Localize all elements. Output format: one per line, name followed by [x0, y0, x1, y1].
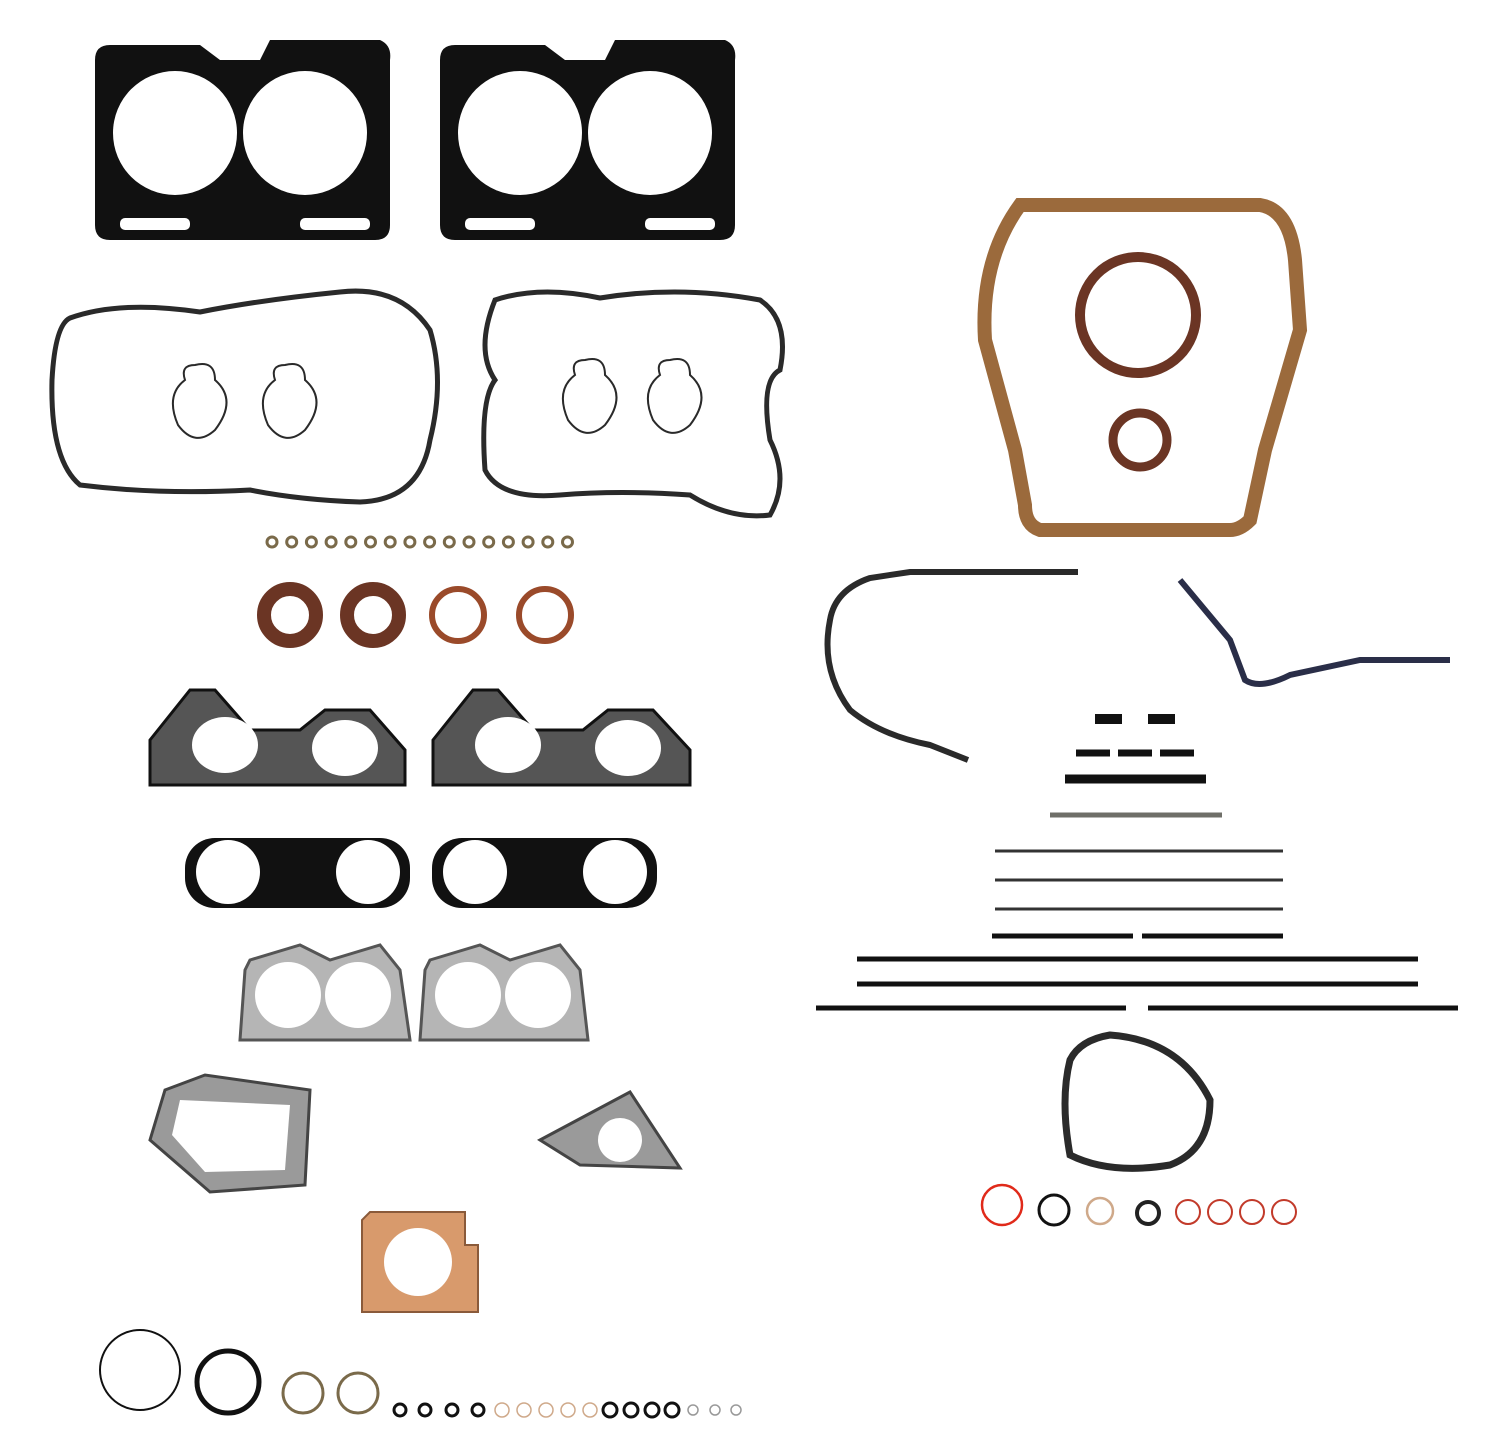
- throttle-body-gasket: [361, 1211, 479, 1313]
- small-o-ring: [643, 1401, 661, 1419]
- water-pump-gasket: [1061, 1031, 1214, 1172]
- oil-seals: [257, 582, 574, 648]
- o-ring: [99, 1329, 181, 1411]
- turbo-gasket-large: [148, 1073, 312, 1194]
- small-o-ring: [304, 535, 318, 549]
- o-ring: [1135, 1200, 1161, 1226]
- small-o-ring: [364, 535, 377, 549]
- exhaust-gasket-left: [238, 943, 412, 1042]
- small-o-ring: [324, 535, 338, 549]
- small-o-ring: [462, 535, 476, 549]
- small-o-ring: [582, 1402, 598, 1418]
- rear-cover-gasket: [1177, 578, 1450, 687]
- o-ring: [1085, 1196, 1115, 1226]
- head-gasket-right: [440, 40, 736, 240]
- intake-gasket-upper-right: [431, 688, 692, 787]
- small-o-ring: [516, 1402, 532, 1418]
- small-o-ring: [383, 535, 397, 549]
- oil-seal: [340, 582, 406, 648]
- seal-strips: [816, 714, 1458, 1011]
- small-o-ring: [392, 1402, 408, 1418]
- valve-cover-gasket-left: [49, 288, 440, 505]
- small-o-ring: [601, 1401, 619, 1419]
- timing-cover-gasket: [824, 569, 1078, 763]
- small-o-ring: [541, 535, 555, 549]
- small-o-ring: [521, 535, 535, 549]
- turbo-gasket-small: [537, 1090, 683, 1170]
- small-o-ring-row: [265, 535, 574, 549]
- bottom-o-ring-row: [99, 1329, 742, 1419]
- o-ring: [1207, 1199, 1233, 1225]
- small-o-ring: [709, 1404, 721, 1416]
- small-o-ring: [470, 1402, 486, 1418]
- exhaust-gasket-right: [418, 943, 590, 1042]
- intake-gasket-lower-left: [185, 838, 410, 908]
- intake-gasket-lower-right: [432, 838, 657, 908]
- intake-gasket-upper-left: [148, 688, 407, 787]
- small-o-ring: [730, 1404, 742, 1416]
- small-o-ring: [417, 1402, 433, 1418]
- head-gasket-left: [95, 40, 391, 240]
- small-o-ring: [265, 535, 279, 549]
- small-o-ring: [687, 1404, 699, 1416]
- small-o-ring: [663, 1401, 681, 1419]
- small-o-ring: [501, 535, 515, 549]
- small-o-ring: [285, 535, 299, 549]
- small-o-ring: [538, 1402, 554, 1418]
- small-o-ring: [444, 1402, 460, 1418]
- oil-seal: [516, 586, 574, 644]
- small-o-ring: [560, 1402, 576, 1418]
- small-o-ring: [561, 535, 574, 549]
- small-o-ring: [344, 535, 358, 549]
- oil-seal: [429, 586, 487, 644]
- o-ring: [336, 1371, 380, 1415]
- o-ring: [1271, 1199, 1297, 1225]
- o-ring: [194, 1348, 262, 1416]
- small-o-ring: [403, 535, 417, 549]
- small-o-ring: [423, 535, 437, 549]
- o-ring: [980, 1183, 1024, 1227]
- o-ring: [281, 1371, 325, 1415]
- o-ring: [1175, 1199, 1201, 1225]
- oil-pan-gasket: [977, 198, 1308, 537]
- small-o-ring: [622, 1401, 640, 1419]
- small-o-ring: [494, 1402, 510, 1418]
- o-ring: [1239, 1199, 1265, 1225]
- valve-cover-gasket-right: [481, 289, 785, 519]
- right-o-ring-row: [980, 1183, 1297, 1227]
- small-o-ring: [482, 535, 496, 549]
- small-o-ring: [442, 535, 456, 549]
- o-ring: [1037, 1193, 1071, 1227]
- oil-seal: [257, 582, 323, 648]
